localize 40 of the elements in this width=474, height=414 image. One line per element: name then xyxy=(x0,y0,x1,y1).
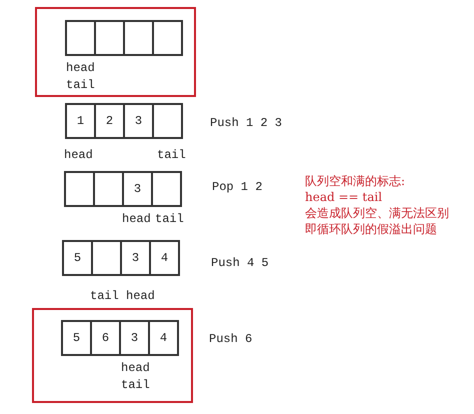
queue-slot: 4 xyxy=(148,320,179,356)
pointer-label: tail xyxy=(90,289,119,303)
operation-label: Push 6 xyxy=(209,332,252,346)
pointer-label: tail xyxy=(66,78,95,92)
note-text: head == tail xyxy=(305,190,382,204)
highlight-frame xyxy=(32,308,193,403)
pointer-label: head xyxy=(121,361,150,375)
queue-slot xyxy=(151,171,182,207)
note-text: 队列空和满的标志: xyxy=(305,174,406,188)
queue-slot: 4 xyxy=(149,240,180,276)
queue-slot: 3 xyxy=(122,171,153,207)
queue-slot: 3 xyxy=(123,103,154,139)
queue-slot xyxy=(94,20,125,56)
operation-label: Push 4 5 xyxy=(211,256,269,270)
queue-slot xyxy=(152,103,183,139)
pointer-label: tail xyxy=(121,378,150,392)
queue-slot xyxy=(65,20,96,56)
queue-slot: 1 xyxy=(65,103,96,139)
pointer-label: tail xyxy=(157,148,186,162)
queue-slot: 3 xyxy=(119,320,150,356)
queue-slot: 6 xyxy=(90,320,121,356)
queue-slot: 2 xyxy=(94,103,125,139)
queue-slot: 5 xyxy=(61,320,92,356)
pointer-label: tail xyxy=(155,212,184,226)
queue-slot: 3 xyxy=(120,240,151,276)
queue-slot: 5 xyxy=(62,240,93,276)
note-text: 会造成队列空、满无法区别 xyxy=(305,206,449,220)
pointer-label: head xyxy=(122,212,151,226)
highlight-frame xyxy=(35,7,196,97)
pointer-label: head xyxy=(64,148,93,162)
pointer-label: head xyxy=(66,61,95,75)
queue-slot xyxy=(152,20,183,56)
queue-slot xyxy=(123,20,154,56)
operation-label: Pop 1 2 xyxy=(212,180,262,194)
queue-slot xyxy=(93,171,124,207)
note-text: 即循环队列的假溢出问题 xyxy=(305,222,437,236)
operation-label: Push 1 2 3 xyxy=(210,116,282,130)
queue-slot xyxy=(64,171,95,207)
pointer-label: head xyxy=(126,289,155,303)
queue-slot xyxy=(91,240,122,276)
